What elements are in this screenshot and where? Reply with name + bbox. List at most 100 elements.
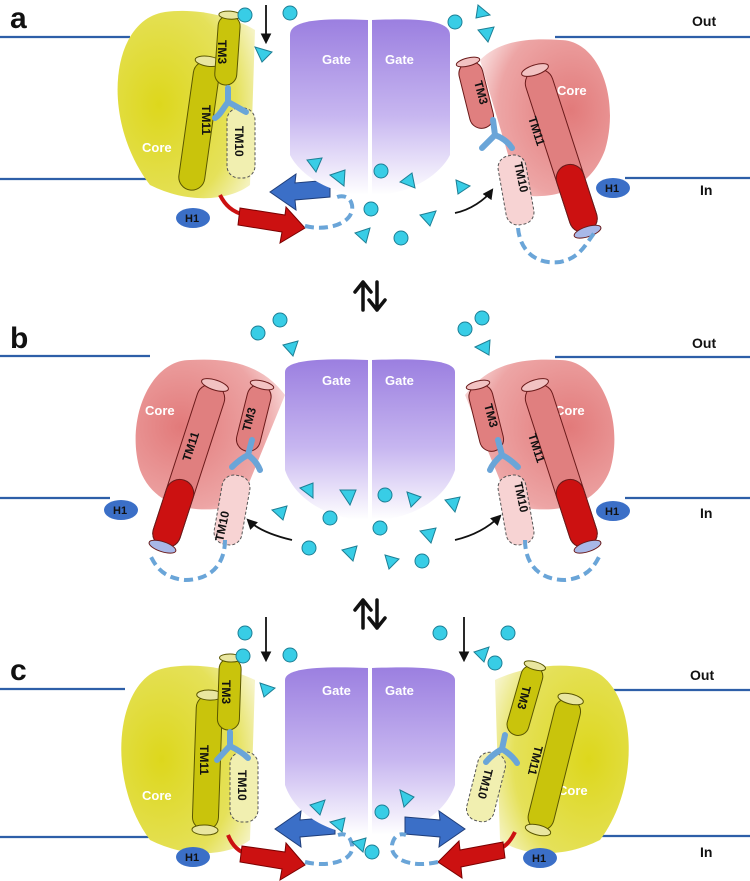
in-label-b: In xyxy=(700,505,712,521)
tm11-helix-left-c xyxy=(191,689,224,836)
substrate-circle xyxy=(474,310,490,326)
substrate-triangle xyxy=(350,837,367,853)
substrate-circle xyxy=(372,520,388,536)
tm10-helix-right-a xyxy=(497,154,535,226)
tm10-label-left-c: TM10 xyxy=(235,770,249,801)
substrate-circle xyxy=(250,325,266,341)
substrate-triangle xyxy=(354,227,371,244)
tm3-helix-right-b xyxy=(465,379,505,452)
substrate-triangle xyxy=(259,682,277,698)
h1-ellipse-left-a xyxy=(176,208,210,228)
y-linker-left-a xyxy=(212,85,249,121)
substrate-triangle xyxy=(419,527,437,544)
substrate-triangle xyxy=(254,46,273,63)
release-arrow-a xyxy=(454,188,494,214)
y-linker-right-a xyxy=(479,117,515,151)
tm3-helix-right-c xyxy=(506,660,546,736)
gate-label-right-a: Gate xyxy=(385,52,414,67)
tm11-label-left-a: TM11 xyxy=(199,105,213,135)
substrate-circle xyxy=(237,625,253,641)
substrate-triangle xyxy=(406,491,422,508)
panel-c: c Out In Core TM11 TM3 TM10 H1 xyxy=(0,617,750,881)
gate-right-a xyxy=(372,19,450,196)
tm3-helix-left-a xyxy=(214,10,242,86)
substrate-circle xyxy=(500,625,516,641)
out-label-b: Out xyxy=(692,335,716,351)
substrate-triangle xyxy=(399,789,415,808)
equilibrium-arrows-icon-1 xyxy=(353,280,387,312)
substrate-circle xyxy=(235,648,251,664)
panel-label-c: c xyxy=(10,654,27,687)
tm10-label-left-b: TM10 xyxy=(212,509,232,542)
substrate-circle xyxy=(447,14,463,30)
h1-ellipse-left-b xyxy=(104,500,138,520)
red-arrow-left-a xyxy=(237,205,306,244)
panel-label-b: b xyxy=(10,322,28,355)
dashed-linker-right-b xyxy=(523,539,602,583)
tm3-helix-right-a xyxy=(455,56,495,129)
substrate-triangle xyxy=(282,340,299,357)
out-label-a: Out xyxy=(692,13,716,29)
substrate-triangle xyxy=(473,339,491,356)
substrate-triangle xyxy=(328,817,346,833)
substrate-circle xyxy=(363,201,379,217)
release-arrow-left-b xyxy=(246,518,293,541)
equilibrium-arrows-icon-2 xyxy=(353,598,387,630)
tm11-helix-right-a xyxy=(521,63,602,239)
tm3-helix-left-b xyxy=(235,379,275,452)
h1-label-left-c: H1 xyxy=(185,852,199,864)
substrates-a xyxy=(237,4,495,246)
gate-left-a xyxy=(290,19,368,196)
core-label-right-b: Core xyxy=(555,403,585,418)
h1-label-right-c: H1 xyxy=(532,853,546,865)
substrate-triangle xyxy=(477,26,495,43)
panel-b: b Out In Core TM11 TM3 TM10 H1 Gate xyxy=(0,310,750,583)
h1-label-right-b: H1 xyxy=(605,506,619,518)
substrate-triangle xyxy=(419,210,437,227)
tm3-label-left-b: TM3 xyxy=(239,406,259,433)
tm10-label-left-a: TM10 xyxy=(232,126,246,157)
substrate-triangle xyxy=(455,179,472,195)
h1-ellipse-right-c xyxy=(523,848,557,868)
tm10-helix-right-b xyxy=(497,474,535,546)
substrate-circle xyxy=(282,647,298,663)
core-label-left-c: Core xyxy=(142,788,172,803)
h1-ellipse-right-b xyxy=(596,501,630,521)
substrate-triangle xyxy=(473,646,490,663)
out-label-c: Out xyxy=(690,667,714,683)
panel-a: a Out In Core TM11 TM3 TM10 H1 xyxy=(0,2,750,265)
h1-ellipse-right-a xyxy=(596,178,630,198)
substrate-triangle xyxy=(398,172,416,189)
substrate-circle xyxy=(373,163,389,179)
tm3-label-right-a: TM3 xyxy=(471,79,491,106)
tm11-label-left-c: TM11 xyxy=(197,745,211,775)
substrate-circle xyxy=(272,312,288,328)
y-linker-left-b xyxy=(229,437,263,473)
tm3-label-right-b: TM3 xyxy=(481,402,501,429)
gate-left-b xyxy=(285,359,368,520)
gate-label-left-c: Gate xyxy=(322,683,351,698)
in-label-c: In xyxy=(700,844,712,860)
tm3-label-left-a: TM3 xyxy=(215,40,229,64)
gate-label-right-b: Gate xyxy=(385,373,414,388)
dashed-linker-left-a xyxy=(304,194,355,230)
tm10-label-right-a: TM10 xyxy=(511,161,531,194)
gate-label-left-b: Gate xyxy=(322,373,351,388)
tm10-label-right-b: TM10 xyxy=(511,481,531,514)
gate-right-c xyxy=(372,667,455,835)
substrate-circle xyxy=(393,230,409,246)
substrate-circle xyxy=(374,804,390,820)
substrate-triangle xyxy=(339,489,357,507)
substrate-triangle xyxy=(270,505,288,521)
tm3-label-right-c: TM3 xyxy=(514,684,533,711)
h1-label-left-a: H1 xyxy=(185,213,199,225)
substrates-b xyxy=(250,310,491,570)
dashed-linker-right-c xyxy=(389,832,439,866)
core-label-left-a: Core xyxy=(142,140,172,155)
gate-label-right-c: Gate xyxy=(385,683,414,698)
tm10-helix-left-b xyxy=(213,474,251,546)
h1-label-right-a: H1 xyxy=(605,183,619,195)
substrate-circle xyxy=(414,553,430,569)
substrate-circle xyxy=(322,510,338,526)
